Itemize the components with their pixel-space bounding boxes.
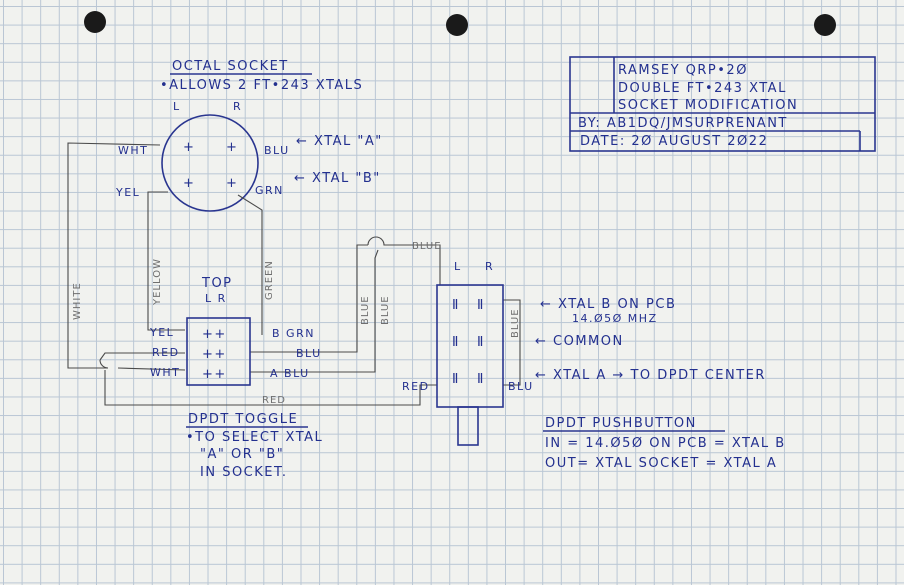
yel-label: YEL bbox=[115, 186, 140, 199]
pb-r-label: R bbox=[485, 260, 494, 273]
toggle-wht-label: WHT bbox=[150, 366, 180, 379]
pb-note: 14.Ø5Ø MHZ bbox=[572, 312, 658, 325]
socket-pin: + bbox=[183, 176, 195, 191]
svg-text:Ⅱ: Ⅱ bbox=[452, 372, 460, 387]
pb-in-note: IN = 14.Ø5Ø ON PCB = XTAL B bbox=[545, 436, 786, 451]
toggle-yel-label: YEL bbox=[149, 326, 174, 339]
toggle-blu-label: BLU bbox=[296, 347, 322, 360]
grn-label: GRN bbox=[255, 184, 284, 197]
dpdt-pushbutton-box bbox=[436, 284, 504, 408]
punch-hole bbox=[814, 14, 836, 36]
title-block bbox=[569, 56, 876, 152]
toggle-top-label: TOP bbox=[201, 276, 233, 291]
pushbutton-plunger bbox=[457, 406, 479, 446]
socket-pin: + bbox=[226, 140, 238, 155]
svg-text:Ⅱ: Ⅱ bbox=[477, 298, 485, 313]
svg-text:Ⅱ: Ⅱ bbox=[477, 372, 485, 387]
xtal-a-label: ← XTAL "A" bbox=[296, 134, 383, 149]
blue-wire-label: BLUE bbox=[360, 295, 371, 325]
date: DATE: 2Ø AUGUST 2Ø22 bbox=[580, 134, 768, 149]
yellow-wire-label: YELLOW bbox=[152, 258, 163, 306]
svg-text:Ⅱ: Ⅱ bbox=[452, 298, 460, 313]
dpdt-toggle-box bbox=[186, 317, 251, 386]
octal-r-label: R bbox=[233, 100, 242, 113]
title-line: SOCKET MODIFICATION bbox=[618, 98, 798, 113]
pencil-wires bbox=[67, 142, 521, 406]
blue-wire-label: BLUE bbox=[380, 295, 391, 325]
punch-hole bbox=[446, 14, 468, 36]
octal-subtitle: •ALLOWS 2 FT•243 XTALS bbox=[160, 78, 363, 93]
xtal-b-label: ← XTAL "B" bbox=[294, 171, 381, 186]
blu-label: BLU bbox=[264, 144, 290, 157]
green-wire-label: GREEN bbox=[264, 260, 275, 300]
toggle-title: DPDT TOGGLE bbox=[188, 412, 298, 427]
white-wire-label: WHITE bbox=[72, 282, 83, 320]
title-line: RAMSEY QRP•2Ø bbox=[618, 63, 748, 78]
svg-text:Ⅱ: Ⅱ bbox=[452, 335, 460, 350]
octal-socket-circle bbox=[161, 114, 259, 212]
toggle-desc: IN SOCKET. bbox=[200, 465, 288, 480]
toggle-b-grn-label: B GRN bbox=[272, 327, 315, 340]
toggle-desc: •TO SELECT XTAL bbox=[186, 430, 323, 445]
svg-text:Ⅱ: Ⅱ bbox=[477, 335, 485, 350]
octal-l-label: L bbox=[173, 100, 181, 113]
toggle-red-label: RED bbox=[152, 346, 180, 359]
pb-note: ← XTAL A → TO DPDT CENTER bbox=[535, 368, 766, 383]
author: BY: AB1DQ/JMSURPRENANT bbox=[578, 116, 788, 131]
punch-hole bbox=[84, 11, 106, 33]
red-wire-label: RED bbox=[262, 395, 286, 406]
pb-out-note: OUT= XTAL SOCKET = XTAL A bbox=[545, 456, 777, 471]
toggle-desc: "A" OR "B" bbox=[200, 447, 284, 462]
toggle-pins: ++ bbox=[202, 347, 227, 362]
pushbutton-pins: Ⅱ Ⅱ Ⅱ Ⅱ Ⅱ Ⅱ bbox=[452, 298, 485, 387]
pb-note: ← COMMON bbox=[535, 334, 624, 349]
pb-red-label: RED bbox=[402, 380, 430, 393]
toggle-pins: ++ bbox=[202, 367, 227, 382]
socket-pin: + bbox=[183, 140, 195, 155]
blue-wire-label: BLUE bbox=[412, 241, 442, 252]
title-line: DOUBLE FT•243 XTAL bbox=[618, 81, 787, 96]
socket-pin: + bbox=[226, 176, 238, 191]
pb-blu-label: BLU bbox=[508, 380, 534, 393]
toggle-lr-label: L R bbox=[205, 292, 227, 305]
pb-title: DPDT PUSHBUTTON bbox=[545, 416, 697, 431]
wht-label: WHT bbox=[118, 144, 148, 157]
toggle-pins: ++ bbox=[202, 327, 227, 342]
toggle-a-blu-label: A BLU bbox=[270, 367, 310, 380]
blue-wire-label: BLUE bbox=[510, 308, 521, 338]
pb-note: ← XTAL B ON PCB bbox=[540, 297, 676, 312]
octal-title: OCTAL SOCKET bbox=[172, 59, 289, 74]
pb-l-label: L bbox=[454, 260, 462, 273]
